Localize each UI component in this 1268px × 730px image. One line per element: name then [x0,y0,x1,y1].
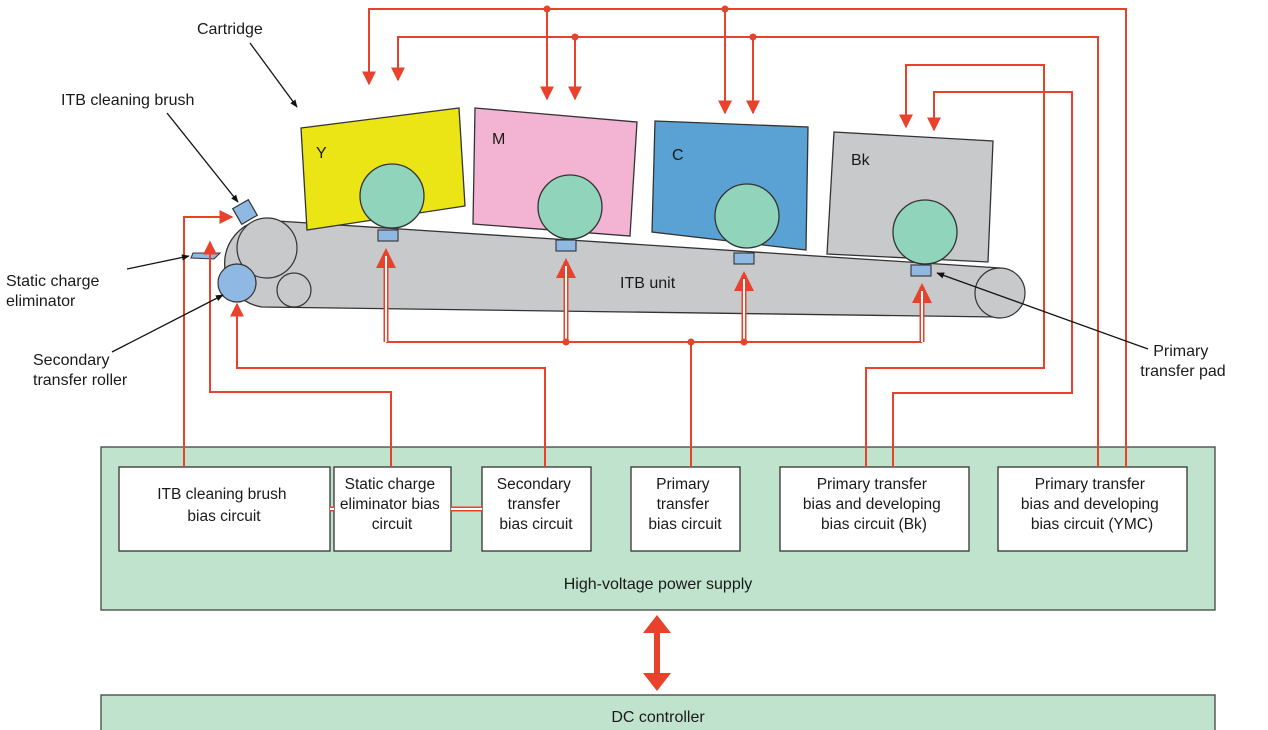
cartridge-c-label: C [672,147,684,164]
primary-transfer-developing-bias-circuit-bk [779,466,970,552]
circuit-label-secondary-transfer: Secondary transfer bias circuit [497,476,575,533]
circuit-box-labels: ITB cleaning brush bias circuit Static c… [157,476,1163,533]
secondary-transfer-roller [217,263,257,303]
primary-transfer-pad-c [733,252,755,265]
callout-itb-cleaning-brush: ITB cleaning brush [61,92,239,203]
cartridge-bk-label: Bk [851,152,871,169]
circuit-label-static-eliminator: Static charge eliminator bias circuit [340,476,444,533]
junction-dots [543,5,757,346]
circuit-label-ymc: Primary transfer bias and developing bia… [1021,476,1163,533]
dc-controller-label: DC controller [611,709,705,726]
drum-m [537,174,603,240]
itb-tension-roller [974,267,1026,319]
itb-cleaning-brush-bias-circuit [118,466,331,552]
itb-idler-roller [276,272,312,308]
callout-cartridge: Cartridge [197,21,298,108]
circuit-label-bk: Primary transfer bias and developing bia… [803,476,945,533]
bias-signal-lines [183,8,1127,467]
static-charge-eliminator-bias-circuit [333,466,452,552]
circuit-label-primary-transfer: Primary transfer bias circuit [648,476,722,533]
primary-transfer-pad-bk [910,264,932,277]
cartridge-bk: Bk [826,131,994,265]
itb-drive-roller [236,217,298,279]
hv-power-supply-label: High-voltage power supply [564,576,753,593]
primary-transfer-bias-circuit [630,466,741,552]
static-charge-eliminator [190,252,222,260]
callout-primary-transfer-pad: Primary transfer pad [936,272,1226,380]
itb-unit: ITB unit [224,217,1026,319]
primary-transfer-pad-y [377,229,399,242]
secondary-transfer-roller-callout-label: Secondary transfer roller [33,352,128,389]
hvps-dc-link-arrow [643,615,671,691]
drum-bk [892,199,958,265]
cartridge-y: Y [300,107,466,231]
primary-transfer-pad-m [555,239,577,252]
cartridge-m-label: M [492,131,505,148]
callout-secondary-transfer-roller: Secondary transfer roller [33,294,224,389]
static-charge-eliminator-callout-label: Static charge eliminator [6,273,104,310]
cartridge-m: M [472,107,638,240]
circuit-label-itb-cleaning: ITB cleaning brush bias circuit [157,486,291,525]
primary-transfer-developing-bias-circuit-ymc [997,466,1188,552]
itb-cleaning-brush-callout-label: ITB cleaning brush [61,92,194,109]
drum-y [359,163,425,229]
dc-controller-panel: DC controller [100,694,1216,730]
primary-transfer-pad-callout-label: Primary transfer pad [1140,343,1225,380]
primary-transfer-pads [377,229,932,277]
drum-c [714,183,780,249]
cartridge-callout-label: Cartridge [197,21,263,38]
callout-static-charge-eliminator: Static charge eliminator [6,254,190,310]
cartridge-y-label: Y [316,145,327,162]
itb-unit-label: ITB unit [620,275,676,292]
itb-cleaning-brush [231,198,259,226]
cartridge-c: C [651,120,809,251]
